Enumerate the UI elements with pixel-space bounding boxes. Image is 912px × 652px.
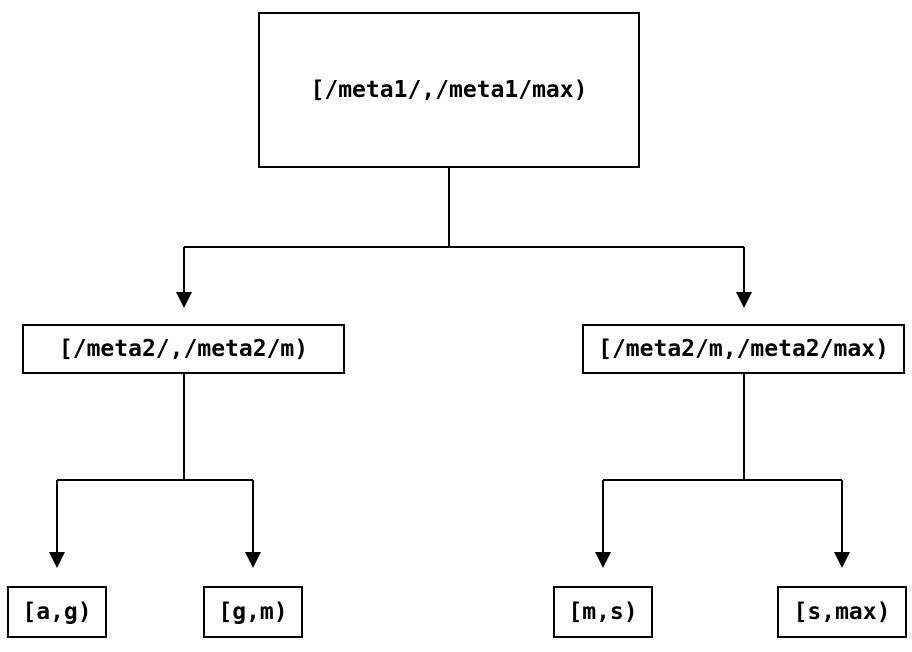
tree-leaf-ag: [a,g) — [7, 586, 107, 638]
tree-node-meta2-low-label: [/meta2/,/meta2/m) — [58, 336, 309, 362]
tree-node-meta2-low: [/meta2/,/meta2/m) — [22, 324, 345, 374]
tree-leaf-ms-label: [m,s) — [568, 599, 638, 625]
tree-node-root-label: [/meta1/,/meta1/max) — [310, 77, 588, 103]
arrowhead-leaf-ag — [49, 552, 65, 568]
connector-right-subtree — [602, 374, 843, 552]
arrowhead-leaf-ms — [595, 552, 611, 568]
connector-root-to-children — [183, 168, 745, 292]
arrowhead-left-child — [176, 292, 192, 308]
tree-node-meta2-high: [/meta2/m,/meta2/max) — [582, 324, 905, 374]
tree-leaf-ag-label: [a,g) — [22, 599, 92, 625]
arrowhead-leaf-smax — [834, 552, 850, 568]
tree-leaf-ms: [m,s) — [553, 586, 653, 638]
arrowhead-leaf-gm — [245, 552, 261, 568]
connector-left-subtree — [56, 374, 254, 552]
tree-leaf-gm: [g,m) — [203, 586, 303, 638]
tree-leaf-smax: [s,max) — [777, 586, 907, 638]
tree-node-meta2-high-label: [/meta2/m,/meta2/max) — [598, 336, 889, 362]
tree-leaf-smax-label: [s,max) — [793, 599, 891, 625]
arrowhead-right-child — [736, 292, 752, 308]
tree-node-root: [/meta1/,/meta1/max) — [258, 12, 640, 168]
tree-leaf-gm-label: [g,m) — [218, 599, 288, 625]
